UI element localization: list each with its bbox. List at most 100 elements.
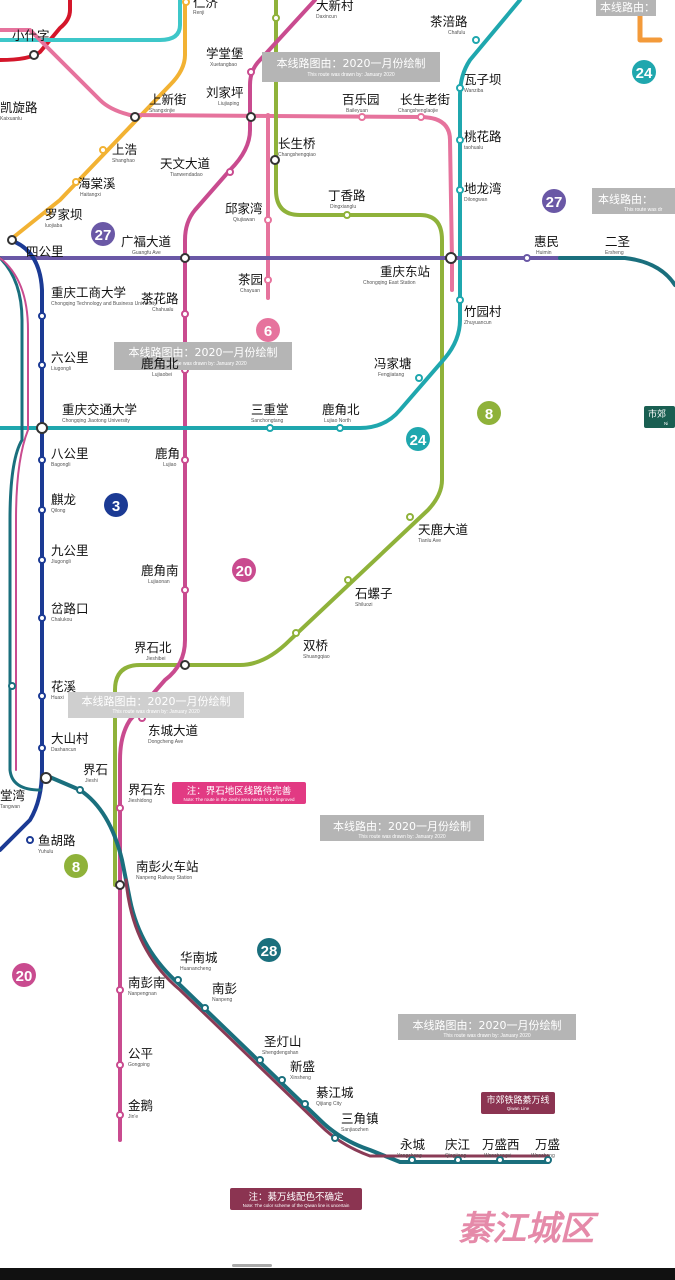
svg-text:Qiwan Line: Qiwan Line xyxy=(507,1106,530,1111)
svg-text:24: 24 xyxy=(410,432,427,449)
svg-text:茶花路: 茶花路 xyxy=(141,291,179,306)
line-badge-28[interactable]: 28 xyxy=(257,938,281,962)
qiwan-line-path xyxy=(124,878,550,1158)
svg-text:Renji: Renji xyxy=(193,10,204,16)
svg-text:Xuetangbao: Xuetangbao xyxy=(210,62,237,68)
svg-text:界石东: 界石东 xyxy=(128,782,166,797)
svg-text:Qijiang City: Qijiang City xyxy=(316,1101,342,1107)
svg-text:南彭: 南彭 xyxy=(212,981,238,996)
svg-text:界石: 界石 xyxy=(83,762,108,777)
line-badge-20-center[interactable]: 20 xyxy=(232,558,256,582)
svg-text:鹿角北: 鹿角北 xyxy=(141,356,179,371)
svg-text:三重堂: 三重堂 xyxy=(251,402,289,417)
line-badge-24-north[interactable]: 24 xyxy=(632,60,656,84)
line-badge-27-east[interactable]: 27 xyxy=(542,189,566,213)
line-badge-3[interactable]: 3 xyxy=(104,493,128,517)
svg-text:注：界石地区线路待完善: 注：界石地区线路待完善 xyxy=(187,785,292,797)
line-badge-8-west[interactable]: 8 xyxy=(64,854,88,878)
line-badge-20-west[interactable]: 20 xyxy=(12,963,36,987)
home-indicator[interactable] xyxy=(232,1264,272,1267)
station-label[interactable]: 小什字 xyxy=(12,28,50,43)
svg-text:20: 20 xyxy=(236,563,253,580)
station-label[interactable]: 四公里 xyxy=(26,244,64,259)
svg-text:綦江城: 綦江城 xyxy=(316,1085,354,1100)
svg-text:This route was drawn by: Janua: This route was drawn by: January 2020 xyxy=(307,72,394,78)
line-badge-8-east[interactable]: 8 xyxy=(477,401,501,425)
svg-text:学堂堡: 学堂堡 xyxy=(206,46,244,61)
svg-text:南彭火车站: 南彭火车站 xyxy=(136,859,199,874)
svg-text:地龙湾: 地龙湾 xyxy=(464,181,502,196)
svg-text:本线路由：: 本线路由： xyxy=(598,192,653,206)
line-badge-27-west[interactable]: 27 xyxy=(91,222,115,246)
line-badge-6[interactable]: 6 xyxy=(256,318,280,342)
svg-text:Liujiaping: Liujiaping xyxy=(218,101,239,107)
line-badge-24-center[interactable]: 24 xyxy=(406,427,430,451)
